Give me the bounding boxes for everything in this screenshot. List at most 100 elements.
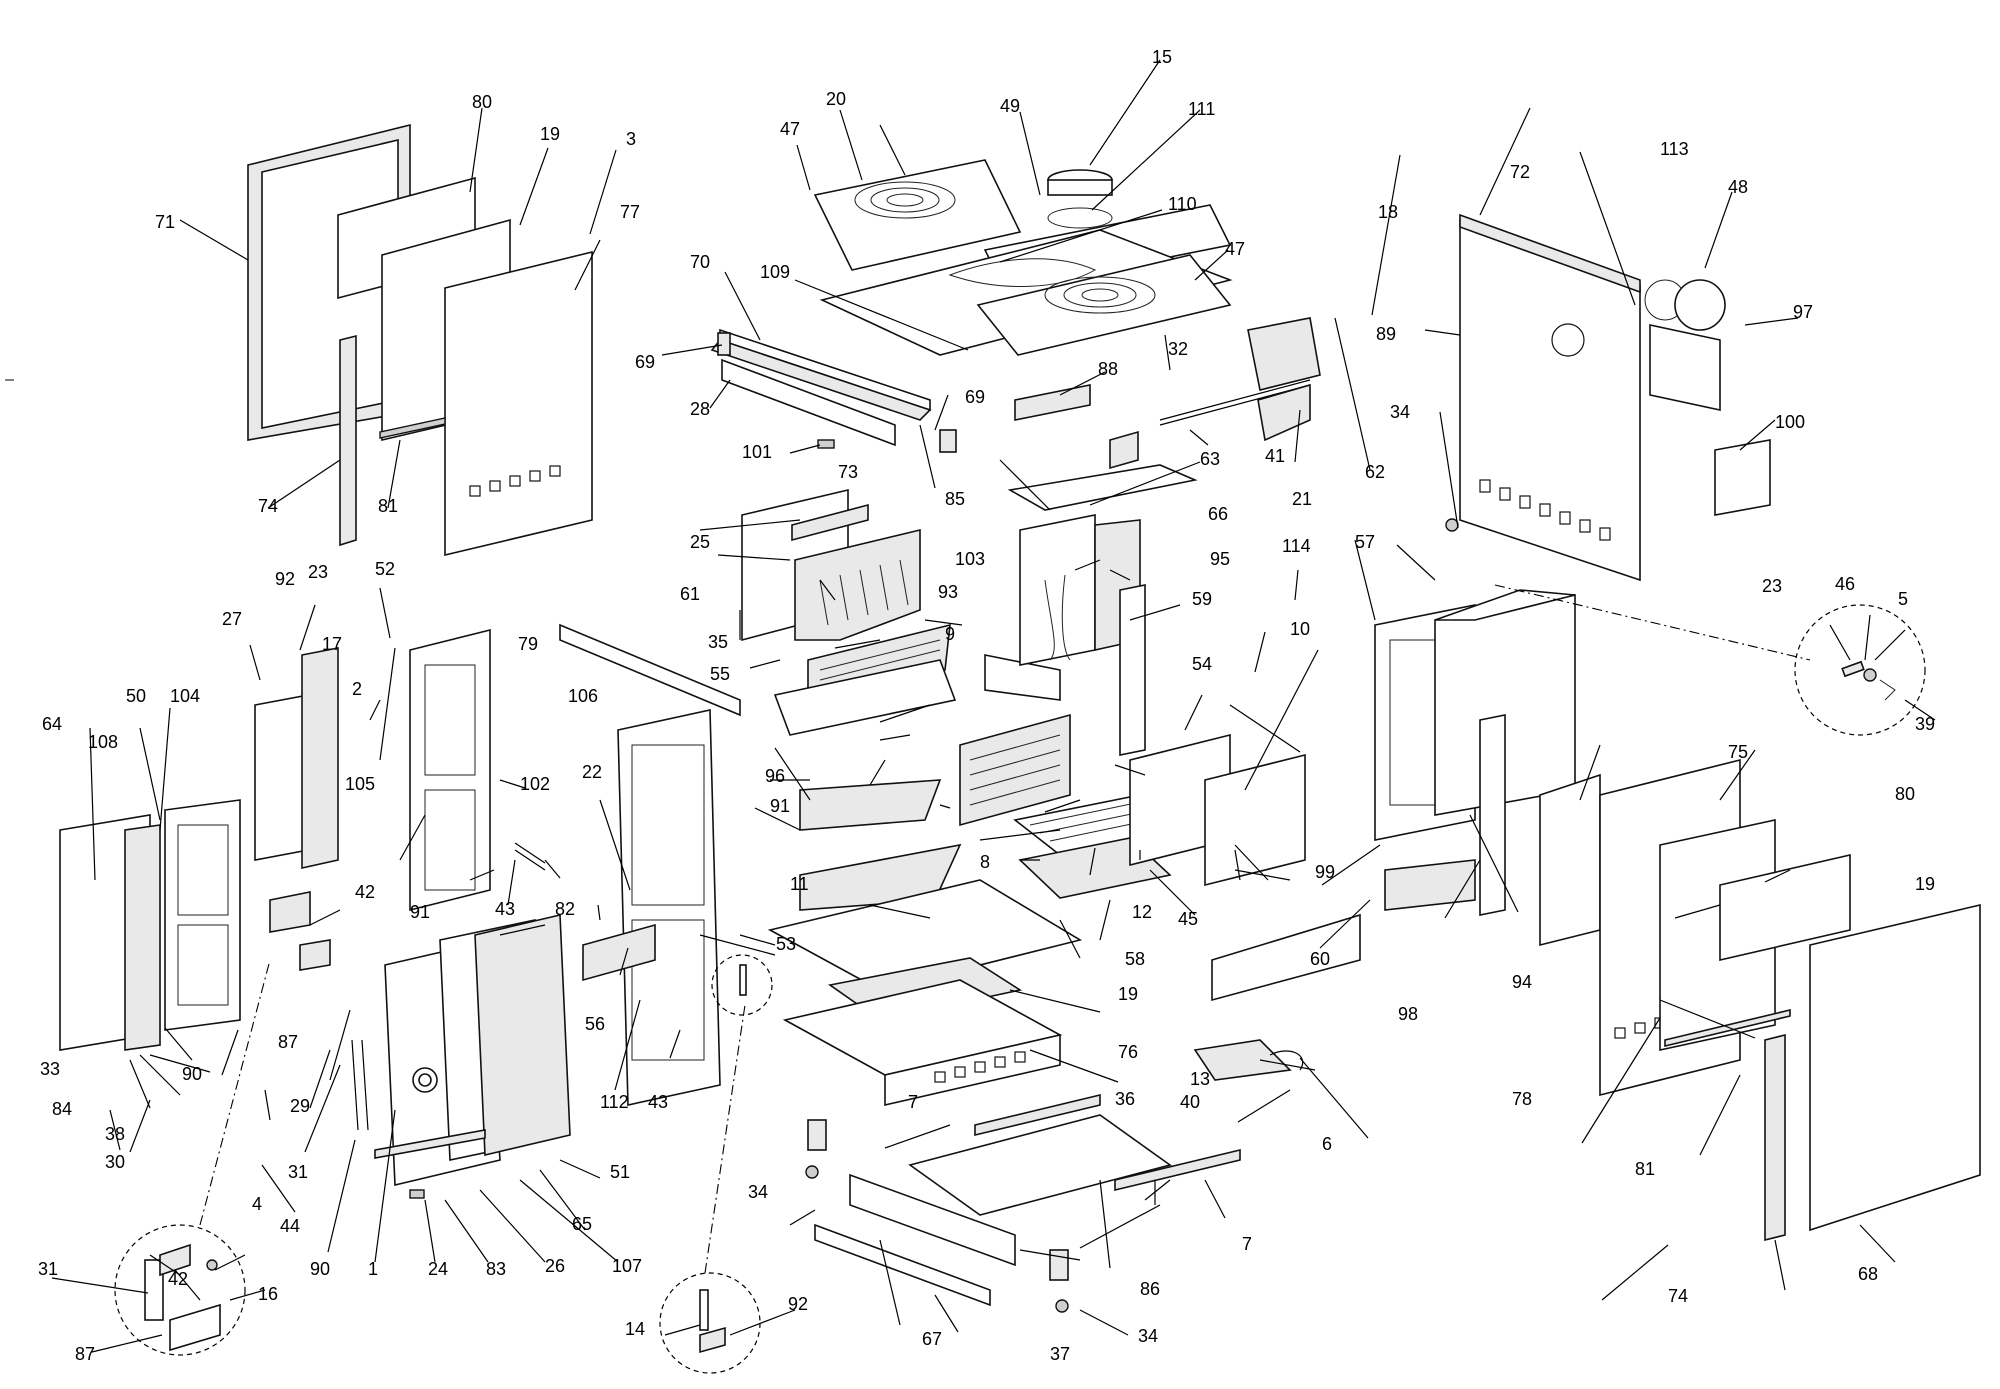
label-85: 85 <box>945 489 965 509</box>
label-81: 81 <box>378 496 398 516</box>
label-55: 55 <box>710 664 730 684</box>
label-91b: 91 <box>410 902 430 922</box>
label-4: 4 <box>252 1194 262 1214</box>
label-81b: 81 <box>1635 1159 1655 1179</box>
label-1: 1 <box>368 1259 378 1279</box>
label-100: 100 <box>1775 412 1805 432</box>
label-2: 2 <box>352 679 362 699</box>
label-80b: 80 <box>1895 784 1915 804</box>
label-15: 15 <box>1152 47 1172 67</box>
label-19b: 19 <box>1915 874 1935 894</box>
label-61: 61 <box>680 584 700 604</box>
label-79: 79 <box>518 634 538 654</box>
label-58: 58 <box>1125 949 1145 969</box>
label-31b: 31 <box>38 1259 58 1279</box>
label-11: 11 <box>790 874 809 894</box>
label-83: 83 <box>486 1259 506 1279</box>
label-57: 57 <box>1355 532 1375 552</box>
label-7: 7 <box>908 1092 918 1112</box>
label-66: 66 <box>1208 504 1228 524</box>
label-19c: 19 <box>1118 984 1138 1004</box>
left-side-panel-assembly <box>247 123 593 557</box>
label-108: 108 <box>88 732 118 752</box>
front-rails <box>710 328 957 453</box>
label-105: 105 <box>345 774 375 794</box>
label-56: 56 <box>585 1014 605 1034</box>
base-assembly <box>767 879 1304 1313</box>
label-62: 62 <box>1365 462 1385 482</box>
label-95: 95 <box>1210 549 1230 569</box>
label-90: 90 <box>182 1064 202 1084</box>
label-111: 111 <box>1188 99 1215 119</box>
label-68: 68 <box>1858 1264 1878 1284</box>
label-27: 27 <box>222 609 242 629</box>
label-63: 63 <box>1200 449 1220 469</box>
label-73: 73 <box>838 462 858 482</box>
label-114: 114 <box>1282 536 1311 556</box>
label-34c: 34 <box>1138 1326 1158 1346</box>
label-107: 107 <box>612 1256 642 1276</box>
label-65: 65 <box>572 1214 592 1234</box>
label-74b: 74 <box>1668 1286 1688 1306</box>
label-14: 14 <box>625 1319 645 1339</box>
label-112: 112 <box>600 1092 629 1112</box>
label-32: 32 <box>1168 339 1188 359</box>
label-67: 67 <box>922 1329 942 1349</box>
label-37: 37 <box>1050 1344 1070 1364</box>
label-93: 93 <box>938 582 958 602</box>
label-84: 84 <box>52 1099 72 1119</box>
label-90b: 90 <box>310 1259 330 1279</box>
label-3: 3 <box>626 129 636 149</box>
label-54: 54 <box>1192 654 1212 674</box>
label-69: 69 <box>635 352 655 372</box>
label-42: 42 <box>355 882 375 902</box>
label-18: 18 <box>1378 202 1398 222</box>
label-94: 94 <box>1512 972 1532 992</box>
label-24: 24 <box>428 1259 448 1279</box>
label-48: 48 <box>1728 177 1748 197</box>
racks-assembly <box>1013 733 1306 899</box>
label-20: 20 <box>826 89 846 109</box>
label-102: 102 <box>520 774 550 794</box>
detail-circle-bottom-left <box>114 959 271 1356</box>
label-34b: 34 <box>748 1182 768 1202</box>
label-53: 53 <box>776 934 796 954</box>
back-panel-assembly <box>1445 213 1771 582</box>
label-17: 17 <box>322 634 342 654</box>
label-49: 49 <box>1000 96 1020 116</box>
label-30: 30 <box>105 1152 125 1172</box>
label-29: 29 <box>290 1096 310 1116</box>
label-39: 39 <box>1915 714 1935 734</box>
label-87b: 87 <box>75 1344 95 1364</box>
label-31: 31 <box>288 1162 308 1182</box>
label-60: 60 <box>1310 949 1330 969</box>
label-9: 9 <box>945 624 955 644</box>
label-23: 23 <box>308 562 328 582</box>
label-71: 71 <box>155 212 175 232</box>
label-106: 106 <box>568 686 598 706</box>
label-43: 43 <box>495 899 515 919</box>
label-6: 6 <box>1322 1134 1332 1154</box>
label-43b: 43 <box>648 1092 668 1112</box>
label-92: 92 <box>275 569 295 589</box>
label-46: 46 <box>1835 574 1855 594</box>
label-91: 91 <box>770 796 790 816</box>
label-109: 109 <box>760 262 790 282</box>
part-labels: 15 20 111 49 80 19 3 47 110 113 72 48 18… <box>38 47 1935 1364</box>
left-front-door-assembly <box>59 799 571 1199</box>
label-59: 59 <box>1192 589 1212 609</box>
leader-lines <box>51 59 1936 1353</box>
label-47: 47 <box>780 119 800 139</box>
detail-circle-right <box>1494 584 1926 736</box>
label-40: 40 <box>1180 1092 1200 1112</box>
label-69b: 69 <box>965 387 985 407</box>
cooktop-assembly <box>813 159 1233 356</box>
right-side-panel-assembly <box>1539 758 1981 1242</box>
label-19: 19 <box>540 124 560 144</box>
label-80: 80 <box>472 92 492 112</box>
label-98: 98 <box>1398 1004 1418 1024</box>
label-41: 41 <box>1265 446 1285 466</box>
label-99: 99 <box>1315 862 1335 882</box>
label-113: 113 <box>1660 139 1689 159</box>
label-34: 34 <box>1390 402 1410 422</box>
